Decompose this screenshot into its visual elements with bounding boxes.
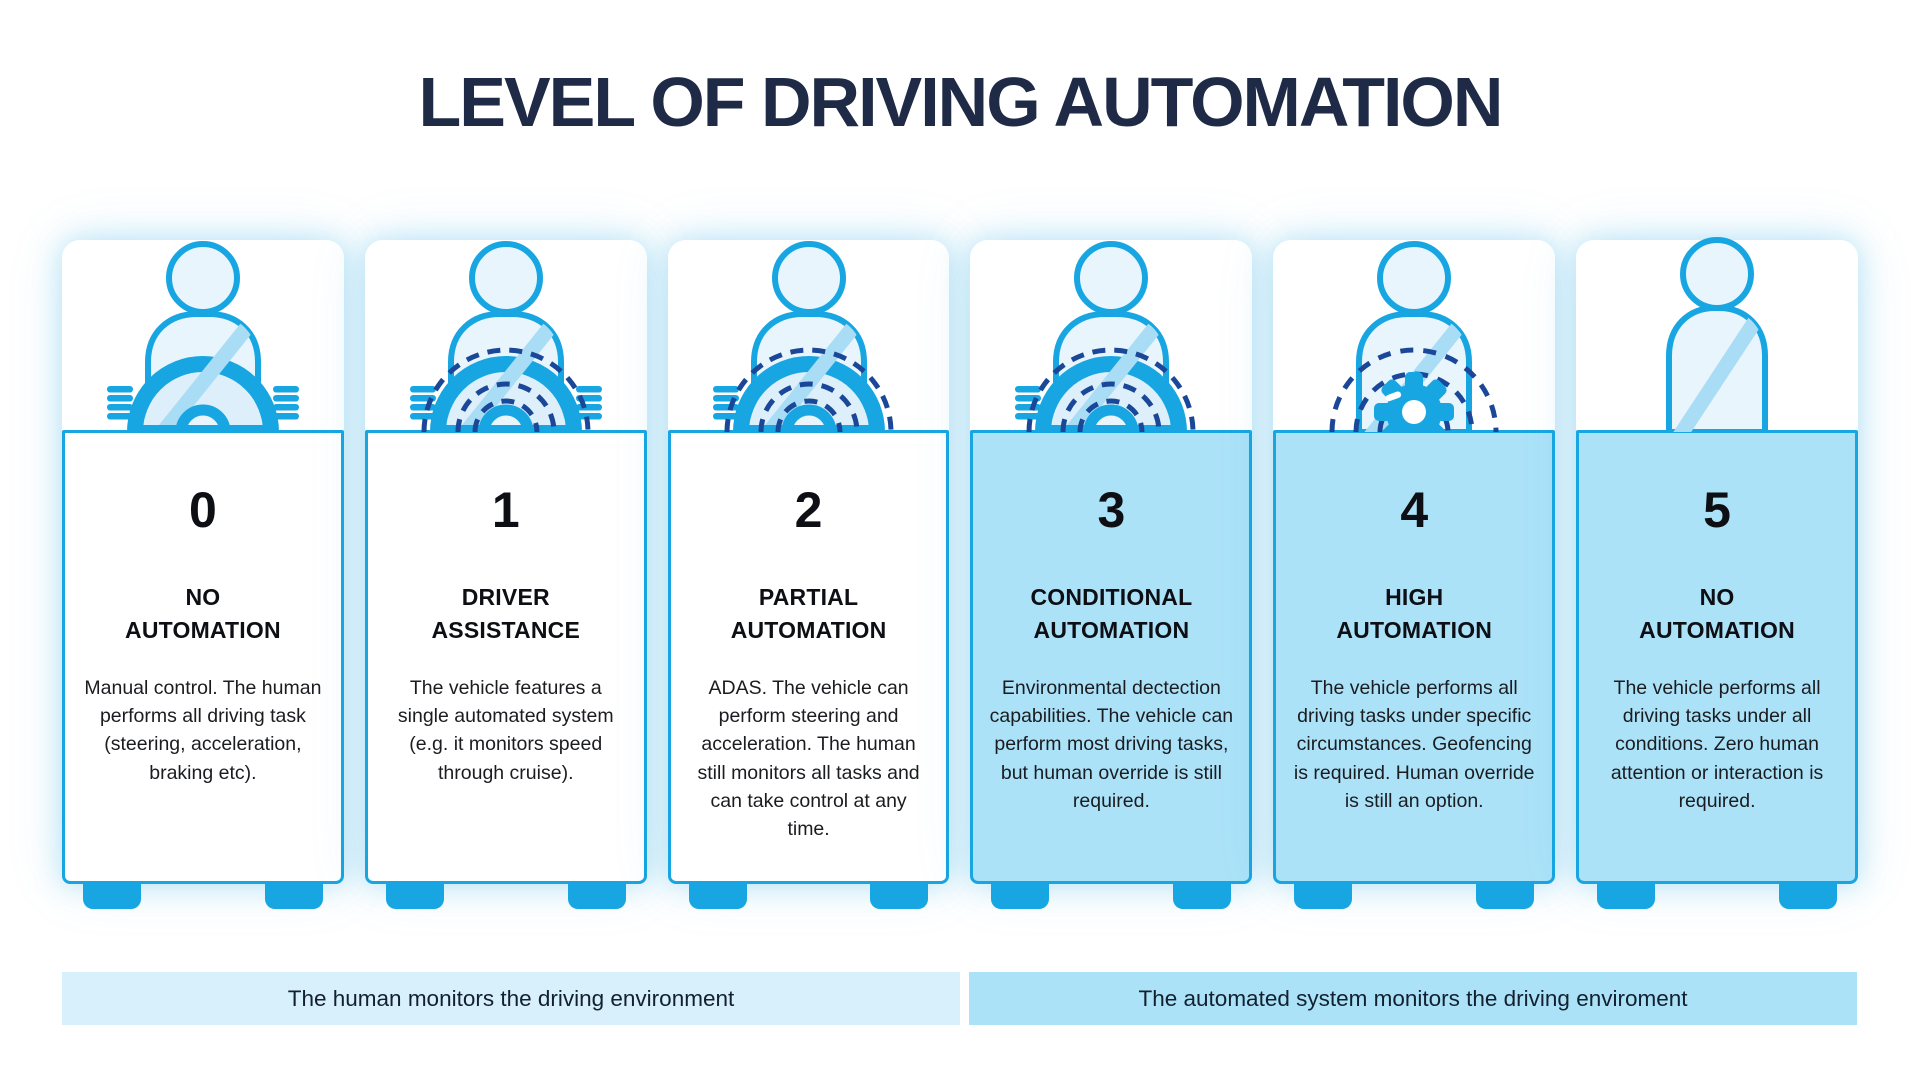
level-title: DRIVER ASSISTANCE (431, 584, 581, 643)
card-level-1: 1 DRIVER ASSISTANCE The vehicle features… (364, 240, 647, 909)
automated-gear-dashed-wheel-icon (1294, 236, 1534, 432)
card-panel: 3 CONDITIONAL AUTOMATION Environmental d… (970, 430, 1253, 884)
level-description: The vehicle performs all driving tasks u… (1293, 677, 1535, 812)
card-panel: 5 NO AUTOMATION The vehicle performs all… (1576, 430, 1858, 884)
card-feet (1576, 884, 1858, 909)
card-panel: 1 DRIVER ASSISTANCE The vehicle features… (364, 430, 647, 884)
card-foot-left (385, 884, 444, 909)
card-level-4: 4 HIGH AUTOMATION The vehicle performs a… (1273, 240, 1556, 909)
card-foot-left (1294, 884, 1353, 909)
level-description: The vehicle features a single automated … (397, 677, 614, 784)
level-description: The vehicle performs all driving tasks u… (1610, 677, 1824, 812)
card-foot-left (83, 884, 141, 909)
page-title: LEVEL OF DRIVING AUTOMATION (418, 63, 1504, 141)
card-foot-right (264, 884, 323, 909)
card-foot-right (1476, 884, 1535, 909)
card-feet (62, 884, 344, 909)
card-level-3: 3 CONDITIONAL AUTOMATION Environmental d… (970, 240, 1253, 909)
footer-banner-automated-monitors: The automated system monitors the drivin… (969, 972, 1857, 1025)
card-foot-left (688, 884, 747, 909)
card-icon-area (970, 240, 1253, 430)
card-foot-right (870, 884, 929, 909)
banner-label: The automated system monitors the drivin… (1138, 985, 1688, 1011)
level-number: 1 (491, 482, 520, 538)
level-title: HIGH AUTOMATION (1336, 584, 1493, 643)
card-level-5: 5 NO AUTOMATION The vehicle performs all… (1576, 240, 1858, 909)
footer-banner-human-monitors: The human monitors the driving environme… (62, 972, 960, 1025)
level-number: 3 (1097, 482, 1126, 538)
driver-one-hand-dashed-wheel-icon (689, 236, 929, 432)
card-feet (365, 884, 647, 909)
card-icon-area (364, 240, 647, 430)
card-feet (1273, 884, 1555, 909)
card-foot-right (1778, 884, 1837, 909)
card-panel: 0 NO AUTOMATION Manual control. The huma… (62, 430, 344, 884)
level-description: Environmental dectection capabilities. T… (989, 677, 1234, 812)
levels-row: 0 NO AUTOMATION Manual control. The huma… (62, 240, 1858, 909)
card-level-2: 2 PARTIAL AUTOMATION ADAS. The vehicle c… (667, 240, 950, 909)
driver-two-hands-steering-wheel-icon (83, 236, 323, 432)
card-feet (970, 884, 1252, 909)
card-icon-area (667, 240, 950, 430)
card-foot-right (1173, 884, 1232, 909)
card-panel: 4 HIGH AUTOMATION The vehicle performs a… (1273, 430, 1556, 884)
card-icon-area (1576, 240, 1858, 430)
card-foot-right (567, 884, 626, 909)
card-feet (668, 884, 950, 909)
banner-label: The human monitors the driving environme… (287, 985, 735, 1011)
level-description: Manual control. The human performs all d… (84, 677, 322, 784)
level-title: NO AUTOMATION (125, 584, 281, 643)
card-icon-area (1273, 240, 1556, 430)
card-icon-area (62, 240, 344, 430)
card-foot-left (1597, 884, 1656, 909)
level-number: 5 (1703, 482, 1731, 538)
level-title: NO AUTOMATION (1639, 584, 1795, 643)
level-number: 0 (189, 482, 217, 538)
level-number: 2 (794, 482, 823, 538)
level-description: ADAS. The vehicle can perform steering a… (697, 677, 920, 840)
level-number: 4 (1400, 482, 1429, 538)
card-panel: 2 PARTIAL AUTOMATION ADAS. The vehicle c… (667, 430, 950, 884)
level-title: CONDITIONAL AUTOMATION (1030, 584, 1193, 643)
driver-one-hand-dashed-wheel-icon (991, 236, 1231, 432)
card-level-0: 0 NO AUTOMATION Manual control. The huma… (62, 240, 344, 909)
driver-two-hands-dashed-wheel-icon (386, 236, 626, 432)
level-title: PARTIAL AUTOMATION (730, 584, 887, 643)
card-foot-left (991, 884, 1050, 909)
passenger-seatbelt-icon (1597, 236, 1837, 432)
